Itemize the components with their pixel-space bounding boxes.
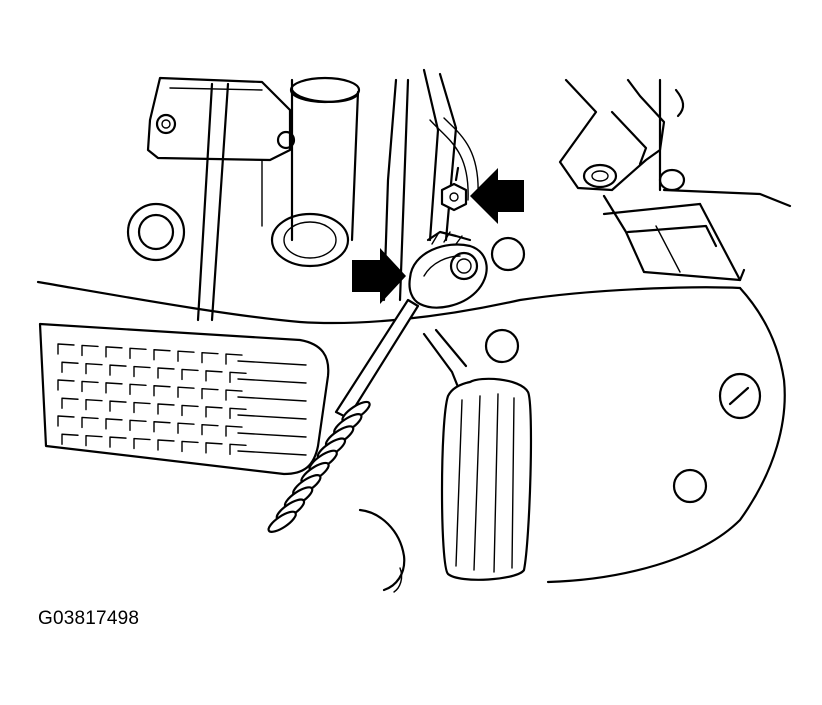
pad-tread-mark (201, 387, 219, 400)
brake-mount-bracket (558, 78, 792, 282)
pad-tread-mark (57, 343, 75, 355)
pad-tread-mark (57, 415, 75, 427)
pad-tread-mark (85, 362, 103, 375)
pad-tread-mark (205, 370, 223, 382)
pad-tread-mark (129, 419, 147, 432)
pedal-bracket (126, 68, 479, 322)
grip-ring (267, 510, 297, 533)
floor-panel (36, 236, 786, 593)
pad-tread-mark (61, 397, 79, 409)
pad-tread-line (237, 396, 307, 402)
ratchet-wrench (267, 230, 488, 533)
pad-tread-line (237, 360, 307, 366)
pad-tread-mark (105, 418, 123, 430)
pad-tread-mark (85, 434, 103, 447)
pad-tread-line (237, 378, 307, 384)
pad-tread-mark (153, 385, 171, 397)
wide-pedal-pad (38, 322, 330, 476)
pad-tread-mark (157, 439, 175, 451)
pad-tread-mark (229, 443, 247, 456)
pad-tread-mark (105, 382, 123, 394)
pad-tread-mark (61, 361, 79, 373)
pad-tread-mark (129, 347, 147, 360)
pad-tread-mark (81, 416, 99, 429)
figure-id-label: G03817498 (38, 608, 140, 629)
pad-tread-mark (81, 380, 99, 393)
pad-tread-mark (57, 379, 75, 391)
pad-tread-mark (205, 406, 223, 418)
pad-tread-mark (181, 368, 199, 381)
pad-tread-mark (225, 353, 243, 365)
pad-tread-line (237, 414, 307, 420)
pad-tread-mark (157, 367, 175, 379)
pad-tread-mark (105, 346, 123, 358)
pad-tread-mark (177, 386, 195, 398)
pad-tread-mark (201, 423, 219, 436)
pad-tread-mark (181, 440, 199, 453)
pad-tread-mark (177, 422, 195, 434)
pad-tread-mark (109, 436, 127, 448)
pad-tread-mark (225, 425, 243, 437)
pad-tread-mark (229, 371, 247, 384)
pad-tread-mark (133, 437, 151, 450)
pad-tread-mark (177, 350, 195, 362)
pad-tread-mark (133, 401, 151, 414)
pad-tread-line (237, 450, 307, 456)
pedal-assembly-illustration (36, 68, 792, 593)
pad-tread-mark (181, 404, 199, 417)
arrow-left-icon (470, 168, 524, 224)
pad-tread-mark (81, 344, 99, 357)
pad-tread-line (237, 432, 307, 438)
pad-tread-mark (205, 442, 223, 454)
pad-tread-mark (61, 433, 79, 445)
pad-tread-mark (157, 403, 175, 415)
brake-pedal-pad (422, 328, 533, 581)
pad-tread-mark (129, 383, 147, 396)
pad-tread-mark (153, 421, 171, 433)
pad-tread-mark (201, 351, 219, 364)
pad-tread-mark (229, 407, 247, 420)
pad-tread-mark (109, 400, 127, 412)
pad-tread-mark (153, 349, 171, 361)
pad-tread-mark (225, 389, 243, 401)
pad-tread-mark (109, 364, 127, 376)
arrow-right-icon (352, 248, 406, 304)
pad-tread-mark (133, 365, 151, 378)
pad-tread-mark (85, 398, 103, 411)
